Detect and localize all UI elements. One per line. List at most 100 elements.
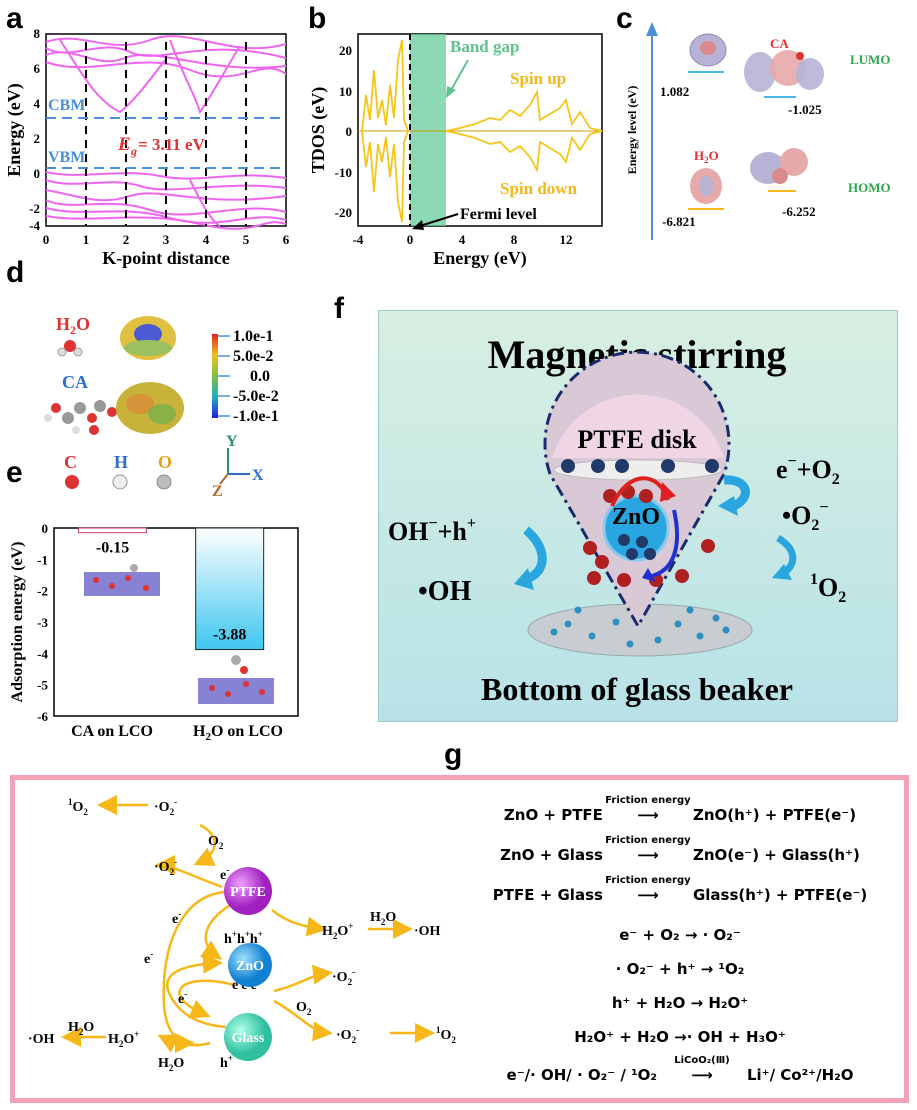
svg-text:3: 3	[163, 232, 170, 247]
svg-text:h+h+h+: h+h+h+	[224, 929, 263, 947]
svg-text:-20: -20	[335, 205, 352, 220]
ptfe-disk-label: PTFE disk	[577, 425, 697, 454]
oxygen-atom-icon	[156, 474, 172, 490]
gap-value: = 3.11 eV	[138, 135, 206, 154]
equation-7: H₂O⁺ + H₂O →· OH + H₃O⁺	[574, 1028, 786, 1046]
svg-text:2: 2	[34, 131, 41, 146]
b-ylabel: TDOS (eV)	[308, 87, 329, 174]
ca-homo-orbital	[750, 148, 808, 184]
singlet-oxygen-label: 1O2	[810, 571, 846, 606]
b-xticks: -4 0 4 8 12	[353, 232, 573, 247]
svg-text:5: 5	[243, 232, 250, 247]
d-ca-label: CA	[62, 372, 88, 392]
holes	[583, 485, 715, 587]
svg-text:0.0: 0.0	[250, 368, 270, 385]
e-o2-label: e−+O2	[776, 453, 840, 488]
svg-text:C: C	[64, 452, 77, 472]
ca-lumo-value: -1.025	[788, 102, 822, 117]
panel-letter-b: b	[308, 2, 327, 35]
svg-text:1.0e-1: 1.0e-1	[233, 328, 273, 345]
svg-text:·O2-: ·O2-	[154, 857, 177, 877]
glass-sphere	[224, 1013, 272, 1061]
gap-subscript: g	[130, 144, 137, 158]
svg-text:8: 8	[34, 26, 41, 41]
reaction-scheme-box	[10, 775, 909, 1103]
svg-text:H2O+: H2O+	[322, 921, 353, 941]
h2o-molecule	[57, 340, 83, 357]
e-bars	[78, 527, 265, 651]
ca-lumo-orbital	[744, 50, 824, 92]
svg-text:0: 0	[407, 232, 414, 247]
ptfe-sphere-label: PTFE	[230, 885, 266, 900]
e-cat2: H2O on LCO	[193, 723, 283, 743]
adsorption-bar	[78, 527, 148, 534]
ca-label: CA	[770, 36, 789, 51]
a-xticks: 0 1 2 3 4 5 6	[43, 232, 290, 247]
svg-text:1O2: 1O2	[68, 797, 88, 817]
c-ylabel: Energy level (eV)	[625, 86, 639, 175]
e-ytick: -3	[37, 615, 48, 630]
d-h2o-label: H2O	[56, 314, 90, 337]
superoxide-label: •O2−	[782, 499, 828, 534]
svg-text:h+: h+	[220, 1053, 233, 1071]
svg-text:-4: -4	[353, 232, 364, 247]
equation-4: e⁻ + O₂ → · O₂⁻	[619, 926, 741, 944]
a-ylabel: Energy (eV)	[4, 83, 25, 176]
equation-6: h⁺ + H₂O → H₂O⁺	[611, 994, 749, 1012]
svg-text:e-: e-	[172, 909, 181, 927]
svg-text:X: X	[252, 467, 264, 484]
e-ytick: -6	[37, 709, 48, 724]
panel-letter-d: d	[6, 256, 25, 289]
band-structure-plot: CBM VBM E g = 3.11 eV 8 6 4 2 0 -2 -4 0 …	[4, 26, 290, 268]
esp-color-scale	[212, 334, 218, 418]
e-cat1: CA on LCO	[71, 723, 153, 740]
e-yticks: 0-1-2-3-4-5-6	[37, 521, 48, 724]
svg-text:O2: O2	[296, 1000, 312, 1017]
h2o-lumo-value: 1.082	[660, 84, 689, 99]
adsorption-chart: 0-1-2-3-4-5-6 -0.15 -3.88 CA on LCO H2O …	[9, 521, 299, 743]
svg-text:·O2-: ·O2-	[332, 967, 355, 987]
stirring-scene: Magnetic stirring PTFE disk ZnO OH−+h+ •…	[388, 332, 846, 707]
vbm-label: VBM	[48, 149, 85, 166]
svg-text:1: 1	[83, 232, 90, 247]
svg-text:·OH: ·OH	[414, 924, 441, 939]
bottom-beaker-label: Bottom of glass beaker	[481, 671, 793, 707]
svg-text:1O2: 1O2	[436, 1025, 456, 1045]
panel-letter-e: e	[6, 456, 23, 489]
svg-text:Y: Y	[226, 433, 238, 450]
panel-letter-g: g	[444, 738, 463, 771]
ca-molecule	[44, 400, 117, 435]
h2o-on-lco-slab	[198, 655, 274, 704]
h2o-homo-value: -6.821	[662, 214, 696, 229]
svg-text:2: 2	[123, 232, 130, 247]
svg-text:0: 0	[34, 166, 41, 181]
svg-text:H2O: H2O	[370, 910, 396, 927]
svg-text:e-: e-	[144, 949, 153, 967]
carbon-atom-icon	[65, 475, 79, 489]
e-ytick: -4	[37, 646, 48, 661]
svg-text:H2O: H2O	[68, 1020, 94, 1037]
band-lines	[45, 35, 287, 230]
band-gap-region	[410, 34, 446, 226]
lumo-label: LUMO	[850, 52, 890, 67]
svg-text:H2O: H2O	[158, 1056, 184, 1073]
b-xlabel: Energy (eV)	[433, 248, 526, 269]
e-ytick: 0	[42, 521, 49, 536]
spin-down-label: Spin down	[500, 179, 578, 198]
svg-text:-2: -2	[29, 201, 40, 216]
bar-value-h2o: -3.88	[213, 627, 246, 644]
ca-on-lco-slab	[84, 564, 160, 596]
oh-h-label: OH−+h+	[388, 515, 476, 546]
svg-text:6: 6	[283, 232, 290, 247]
reaction-network: 1O2 ·O2- O2 ·O2- e- e- e- e- h+h+h+ e-e-…	[28, 795, 456, 1073]
a-yticks: 8 6 4 2 0 -2 -4	[29, 26, 40, 233]
svg-text:-5.0e-2: -5.0e-2	[233, 388, 279, 405]
a-xlabel: K-point distance	[102, 248, 230, 268]
svg-text:4: 4	[203, 232, 210, 247]
e-ytick: -5	[37, 678, 48, 693]
axis-triad-icon: Y X Z	[212, 433, 264, 500]
